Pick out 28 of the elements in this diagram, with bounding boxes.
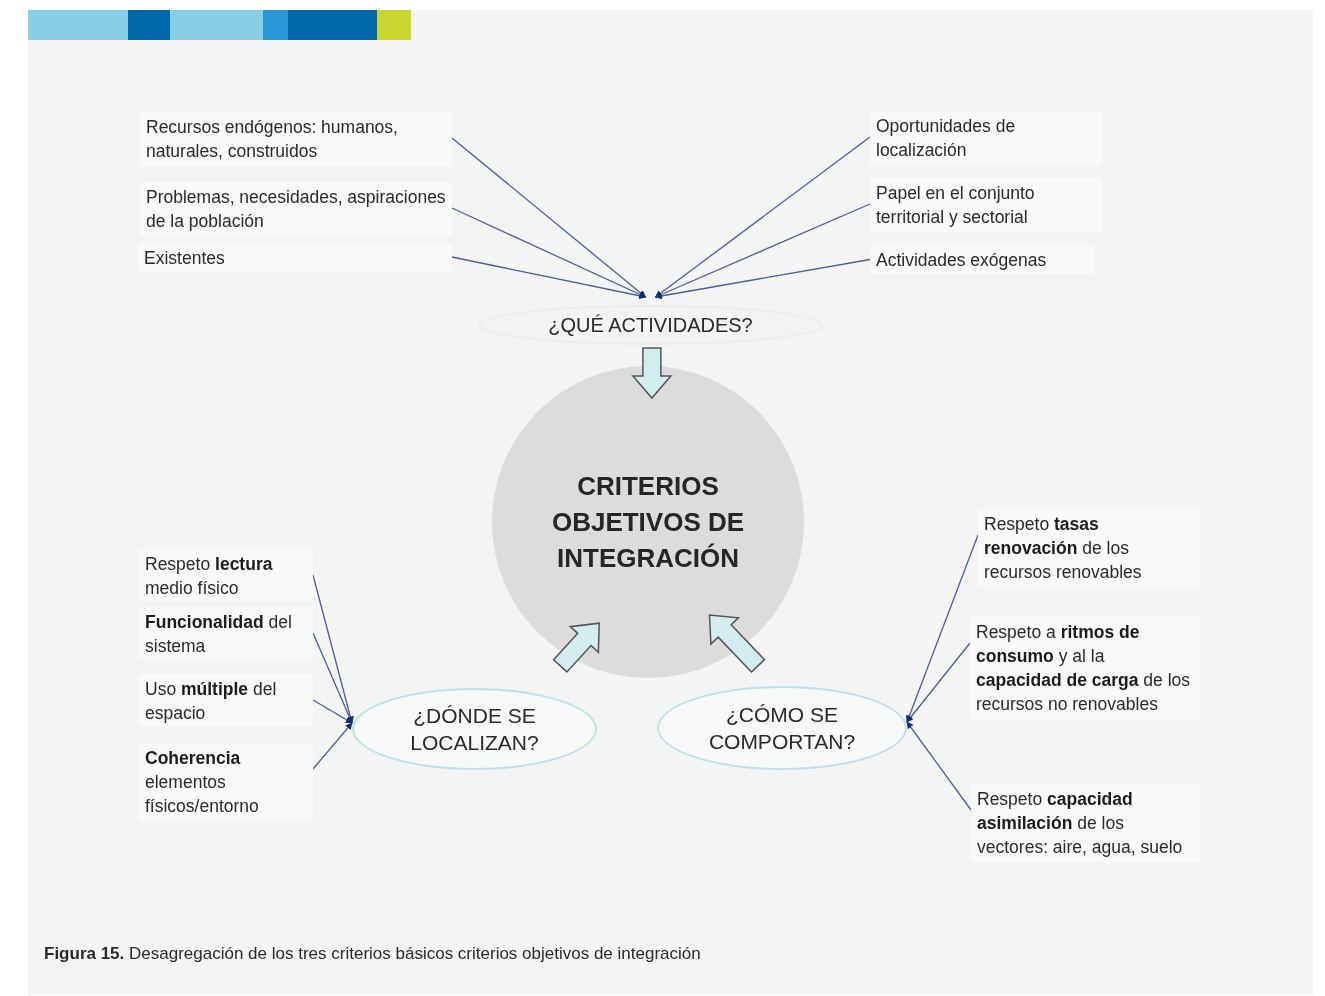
text-box: Existentes	[138, 243, 452, 271]
text-box: Respeto tasas renovación de los recursos renovables	[978, 509, 1200, 587]
figure-caption: Figura 15. Desagregación de los tres criterios básicos criterios objetivos de integración	[44, 944, 701, 964]
text-box: Uso múltiple del espacio	[139, 674, 313, 726]
arrow	[451, 256, 647, 300]
arrow	[654, 136, 871, 298]
arrow	[905, 534, 979, 723]
text-box: Respeto a ritmos de consumo y al la capacidad de carga de los recursos no renovables	[970, 617, 1200, 719]
arrow	[654, 203, 871, 298]
text-box: Actividades exógenas	[870, 245, 1094, 274]
text-box: Problemas, necesidades, aspiraciones de la población	[140, 182, 452, 236]
arrow	[451, 137, 647, 298]
arrow	[906, 642, 971, 723]
text-box: Oportunidades de localización	[870, 111, 1102, 165]
text-box: Coherencia elementos físicos/entorno	[139, 743, 313, 821]
text-box: Papel en el conjunto territorial y sectorial	[870, 178, 1102, 232]
block-arrow	[708, 614, 766, 674]
text-box: Respeto lectura medio físico	[139, 549, 313, 601]
text-box: Funcionalidad del sistema	[139, 607, 313, 659]
text-box: Respeto capacidad asimilación de los vectores: aire, agua, suelo	[971, 784, 1200, 862]
arrow	[312, 722, 353, 770]
arrow	[906, 721, 972, 811]
arrow	[451, 207, 647, 298]
text-box: Recursos endógenos: humanos, naturales, construidos	[140, 112, 452, 166]
arrow	[312, 699, 353, 724]
block-arrow	[552, 622, 600, 673]
arrow	[654, 258, 871, 300]
block-arrow	[631, 347, 673, 400]
